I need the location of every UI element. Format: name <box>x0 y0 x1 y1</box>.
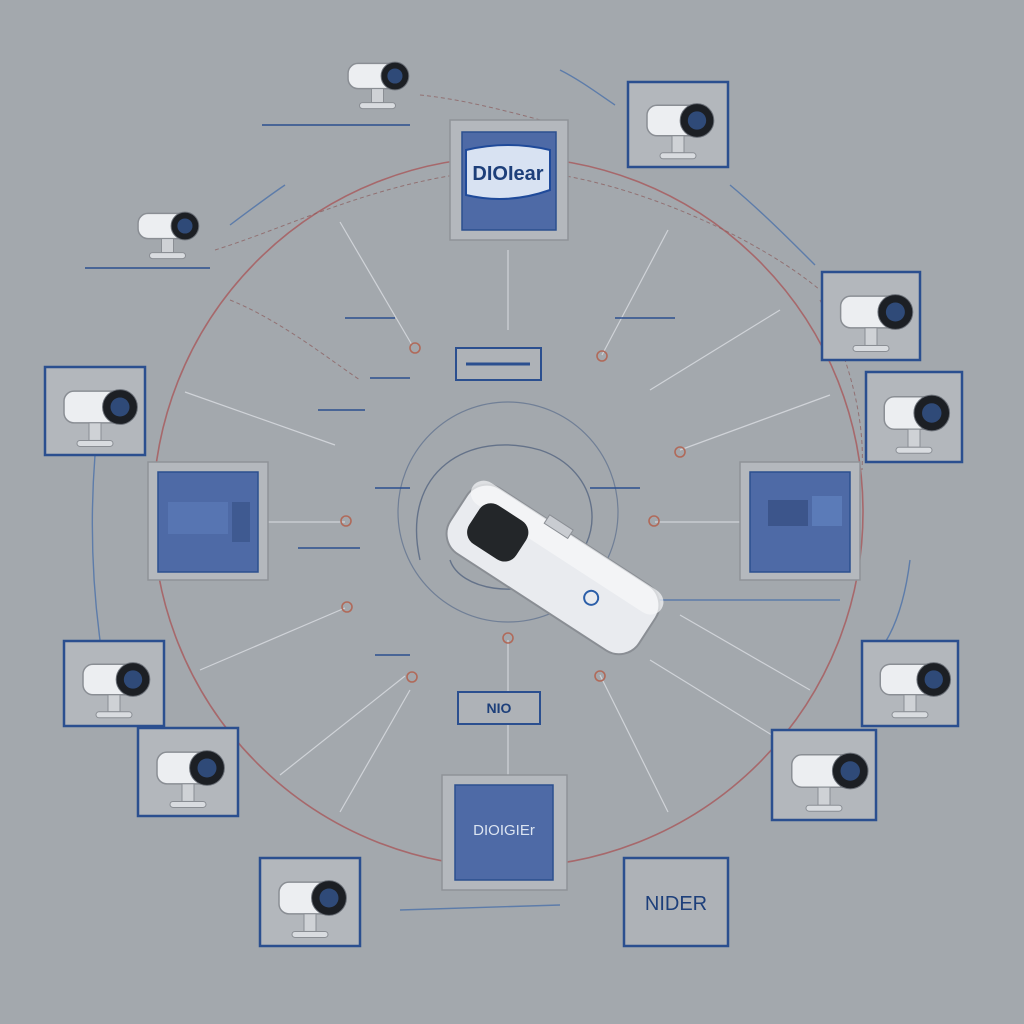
top-logo-panel[interactable]: DIOIear <box>449 119 569 241</box>
security-camera-icon[interactable] <box>137 211 200 260</box>
inner-swirl <box>415 444 593 590</box>
security-camera-icon[interactable] <box>820 270 922 362</box>
nider-label: NIDER <box>645 893 707 915</box>
security-camera-icon[interactable] <box>43 365 147 457</box>
lower-label-text: NIO <box>487 700 512 716</box>
top-logo-text: DIOIear <box>472 163 543 185</box>
security-camera-icon[interactable] <box>770 728 878 822</box>
nider-box[interactable]: NIDER <box>622 856 730 948</box>
bottom-logo-panel[interactable]: DIOIGIEr <box>441 774 568 891</box>
camera-group <box>43 61 964 948</box>
security-camera-icon[interactable] <box>258 856 362 948</box>
tick-marks <box>85 124 675 656</box>
security-camera-icon[interactable] <box>62 639 166 728</box>
usb-dongle-icon[interactable] <box>437 471 671 663</box>
bottom-logo-text: DIOIGIEr <box>473 822 535 839</box>
right-screen-panel[interactable] <box>739 461 861 581</box>
security-camera-icon[interactable] <box>860 639 960 728</box>
security-camera-icon[interactable] <box>347 61 410 110</box>
left-screen-panel[interactable] <box>147 461 269 581</box>
security-camera-icon[interactable] <box>864 370 964 464</box>
security-camera-icon[interactable] <box>626 80 730 169</box>
connection-nodes <box>340 342 686 683</box>
inner-ring <box>397 401 619 623</box>
lower-label-box[interactable]: NIO <box>457 691 541 725</box>
upper-label-box[interactable] <box>455 347 542 381</box>
spoke-lines <box>184 221 831 813</box>
security-camera-icon[interactable] <box>136 726 240 818</box>
